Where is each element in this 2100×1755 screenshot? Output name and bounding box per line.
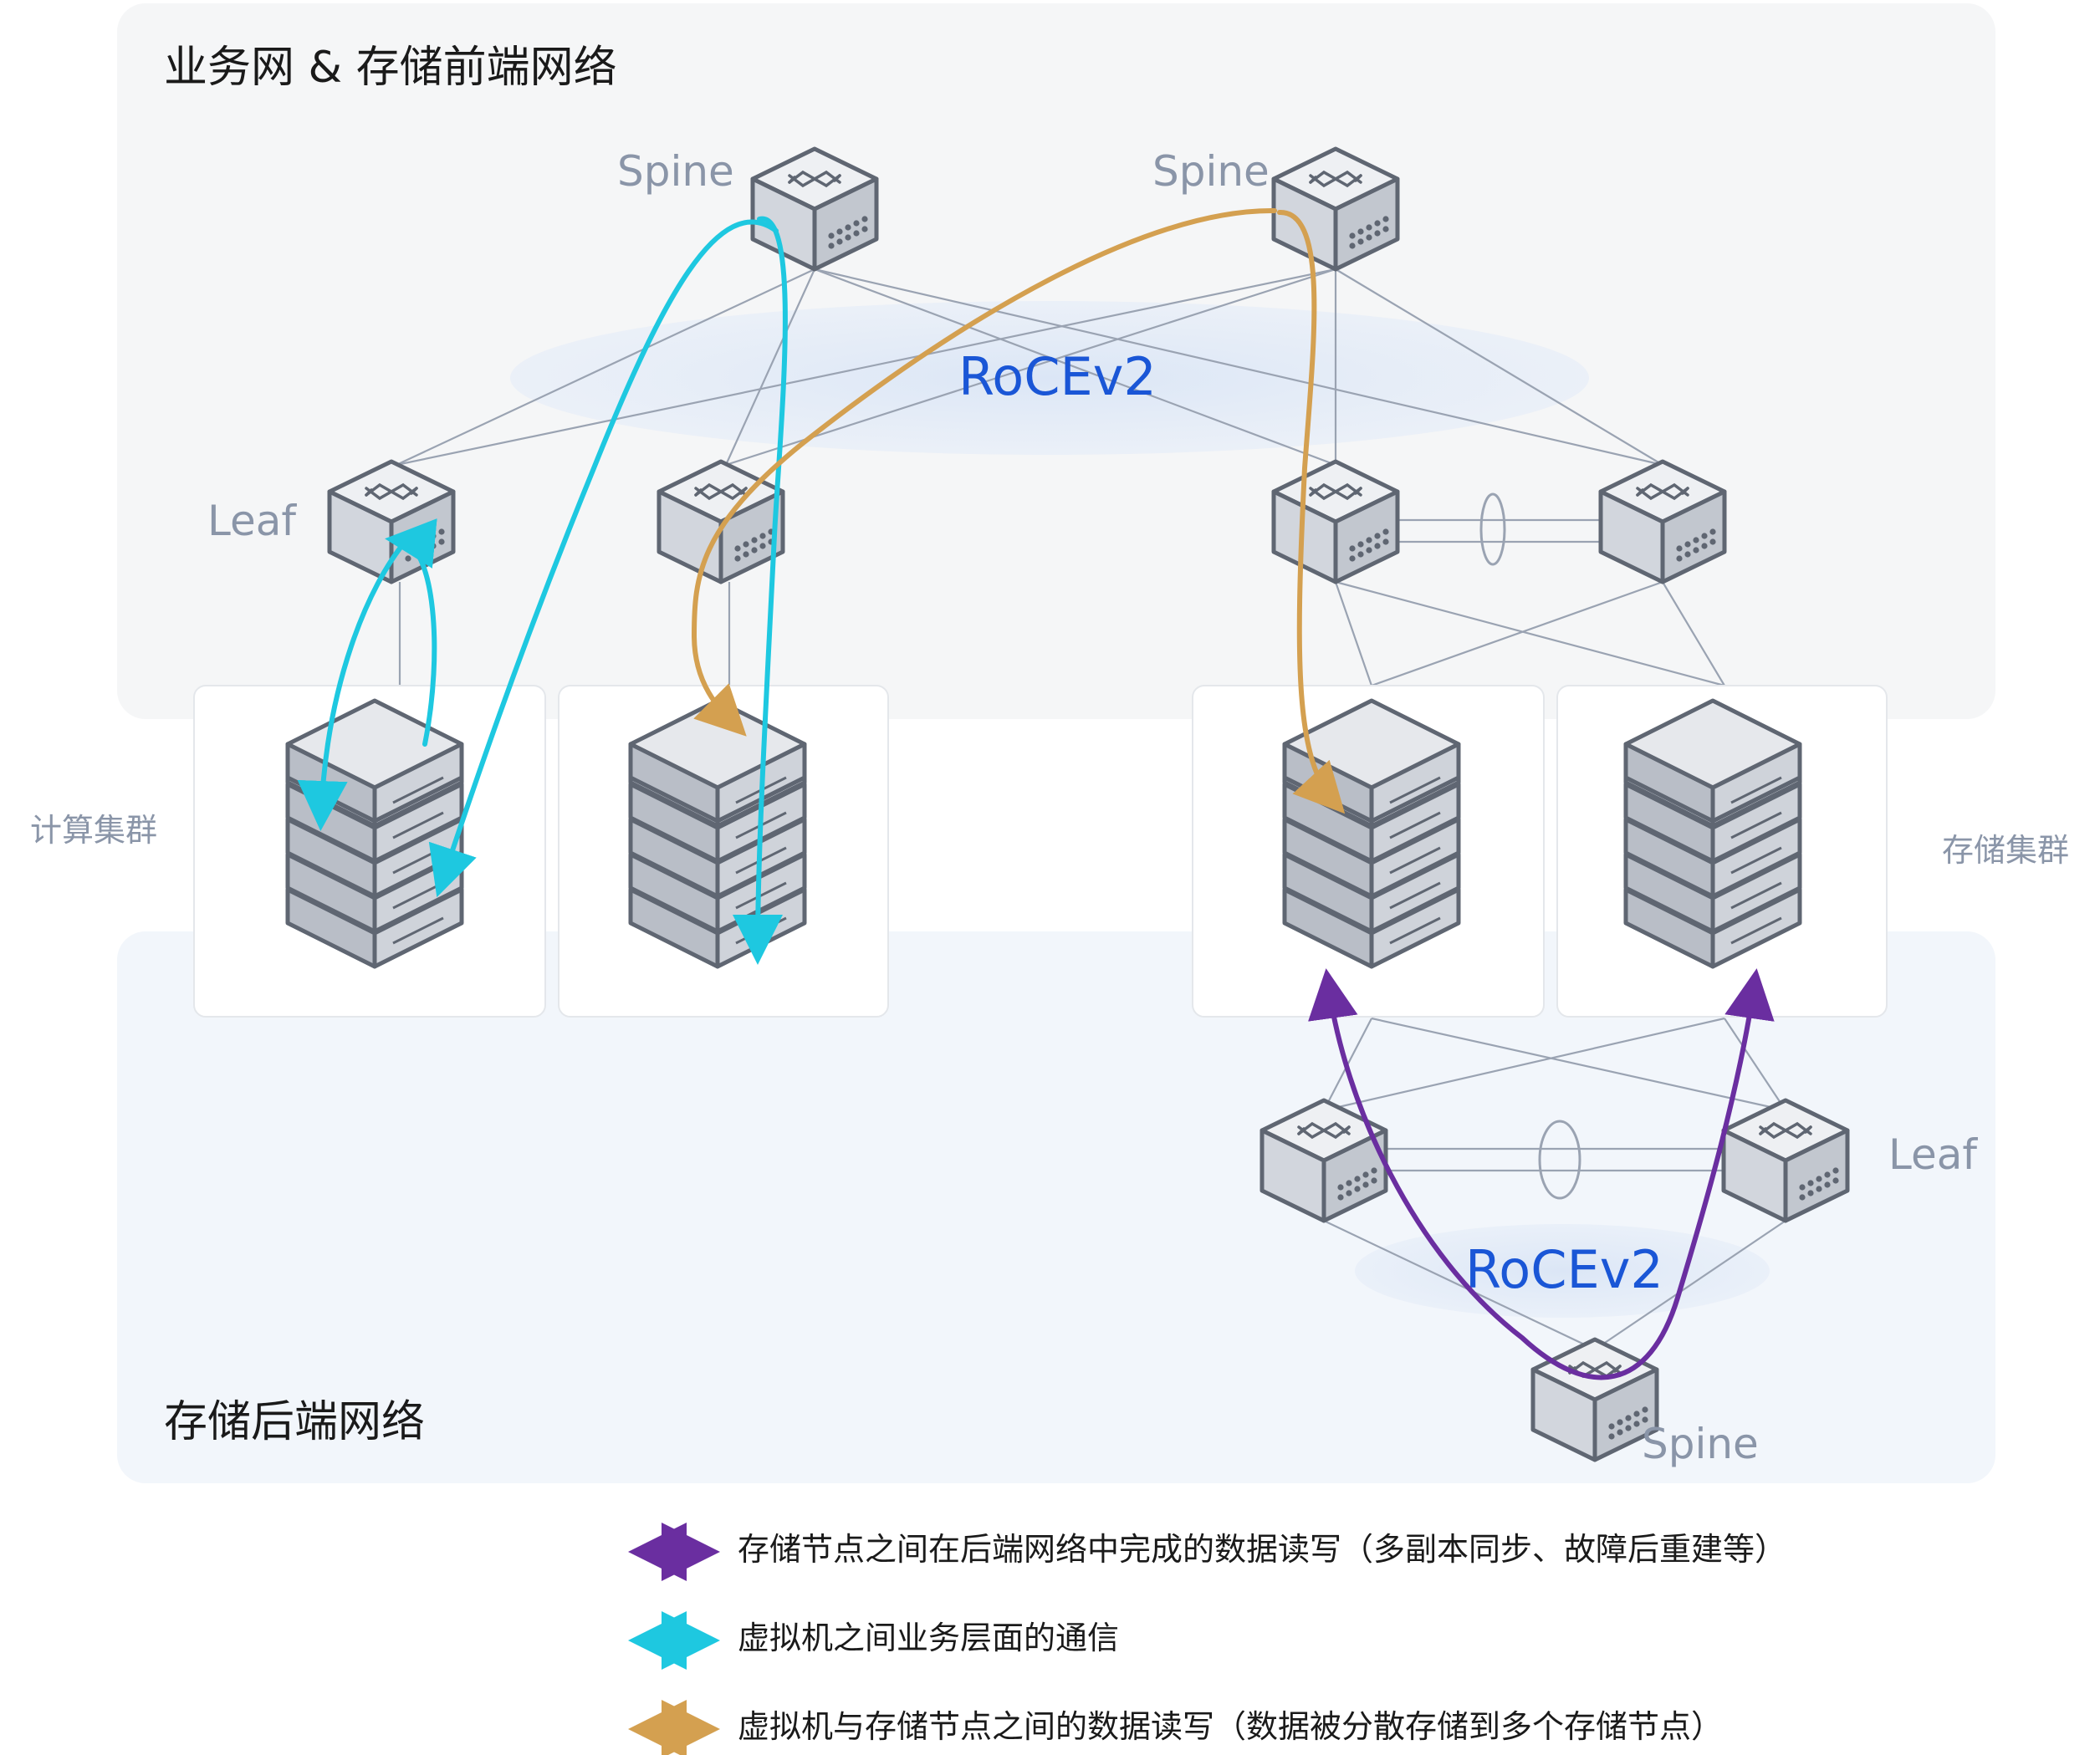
compute-server-2: [631, 701, 805, 967]
compute-cluster-label: 计算集群: [30, 812, 157, 849]
legend-label-gold: 虚拟机与存储节点之间的数据读写（数据被分散存储到多个存储节点）: [738, 1708, 1723, 1745]
front-zone-title: 业务网 & 存储前端网络: [164, 43, 617, 93]
cyan-flow-cross-a: [428, 219, 779, 898]
gold-flow-b: [1277, 209, 1346, 814]
spine-label-backend: Spine: [1642, 1420, 1759, 1468]
legend: 存储节点之间在后端网络中完成的数据读写（多副本同步、故障后重建等） 虚拟机之间业…: [628, 1523, 1786, 1755]
storage-cluster-label: 存储集群: [1942, 832, 2069, 869]
purple-flow: [1308, 968, 1775, 1380]
front-protocol-label: RoCEv2: [958, 346, 1157, 407]
storage-backend-flows: [1308, 968, 1775, 1380]
leaf-label-backend: Leaf: [1888, 1130, 1978, 1179]
backend-network-zone: [117, 931, 1995, 1483]
storage-server-2: [1626, 701, 1800, 967]
cyan-flow-cross-b: [733, 216, 788, 965]
leaf-label-front: Leaf: [207, 497, 297, 545]
legend-label-cyan: 虚拟机之间业务层面的通信: [738, 1620, 1119, 1656]
storage-server-1: [1285, 701, 1459, 967]
legend-label-purple: 存储节点之间在后端网络中完成的数据读写（多副本同步、故障后重建等）: [738, 1531, 1786, 1568]
cyan-flow-local-up: [385, 518, 437, 747]
gold-flow-a: [691, 207, 1277, 737]
backend-zone-title: 存储后端网络: [164, 1397, 425, 1447]
legend-item-gold: 虚拟机与存储节点之间的数据读写（数据被分散存储到多个存储节点）: [628, 1700, 1723, 1755]
compute-server-1: [288, 701, 462, 967]
spine-label-1: Spine: [617, 147, 734, 196]
legend-item-cyan: 虚拟机之间业务层面的通信: [628, 1611, 1119, 1670]
spine-label-2: Spine: [1152, 147, 1270, 196]
backend-protocol-label: RoCEv2: [1465, 1239, 1663, 1300]
vm-communication-flows: [297, 216, 788, 965]
vm-storage-flows: [691, 207, 1346, 814]
front-network-links: [396, 268, 1725, 694]
backend-roce-halo: [1355, 1224, 1770, 1318]
legend-item-purple: 存储节点之间在后端网络中完成的数据读写（多副本同步、故障后重建等）: [628, 1523, 1786, 1581]
